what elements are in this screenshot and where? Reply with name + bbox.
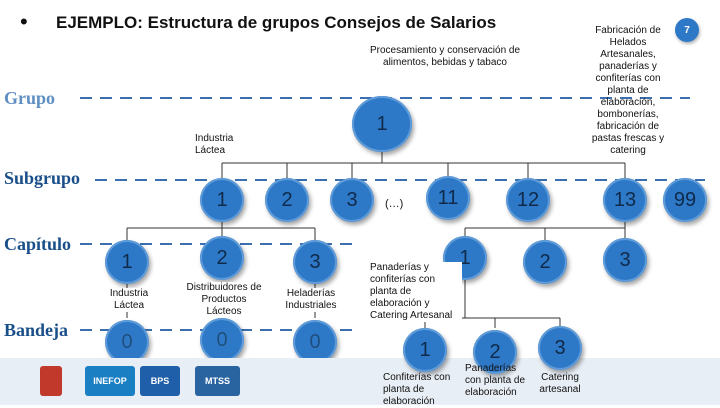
logo-inefop: INEFOP	[85, 366, 135, 396]
capitulo-left-node-2[interactable]: 2	[200, 236, 244, 280]
bandeja-right-node-3[interactable]: 3	[538, 326, 582, 370]
bandeja-right-label-3: Catering artesanal	[539, 372, 581, 395]
capitulo-left-label-3: Heladerías Industriales	[278, 288, 344, 312]
bandeja-left-node-3[interactable]: 0	[293, 320, 337, 364]
industria-lactea-label: Industria Láctea	[195, 133, 234, 156]
capitulo-left-label-1: Industria Láctea	[105, 288, 153, 312]
grupo-1-label: Procesamiento y conservación de alimento…	[369, 45, 521, 68]
subgroup-node-12[interactable]: 12	[506, 178, 550, 222]
grupo-node-1[interactable]: 1	[352, 96, 412, 152]
grupo-7-label: Fabricación de Helados Artesanales, pana…	[591, 25, 665, 156]
slide-title: EJEMPLO: Estructura de grupos Consejos d…	[56, 13, 497, 32]
subgroup-node-99[interactable]: 99	[663, 178, 707, 222]
bandeja-right-label-2: Panaderías con planta de elaboración	[465, 363, 526, 398]
bandeja-left-node-2[interactable]: 0	[200, 318, 244, 362]
subgroup-node-11[interactable]: 11	[426, 176, 470, 220]
level-label-bandeja: Bandeja	[4, 320, 69, 340]
subgroup-node-2[interactable]: 2	[265, 178, 309, 222]
grupo-7-badge[interactable]: 7	[675, 18, 699, 42]
capitulo-left-node-3[interactable]: 3	[293, 240, 337, 284]
subgroup-ellipsis: (…)	[385, 198, 404, 210]
bullet-point: •	[20, 9, 28, 34]
bandeja-left-node-1[interactable]: 0	[105, 320, 149, 364]
bandeja-right-node-2[interactable]: 2	[473, 330, 517, 374]
level-label-subgrupo: Subgrupo	[4, 168, 81, 188]
logo-icon	[40, 366, 62, 396]
capitulo-right-node-3[interactable]: 3	[603, 238, 647, 282]
subgroup-node-3[interactable]: 3	[330, 178, 374, 222]
logo-mtss: MTSS	[195, 366, 240, 396]
capitulo-right-node-2[interactable]: 2	[523, 240, 567, 284]
bandeja-right-label-1: Confiterías con planta de elaboración	[383, 372, 451, 407]
capitulo-right-label: Panaderías y confiterías con planta de e…	[370, 262, 462, 322]
logo-bps: BPS	[140, 366, 180, 396]
subgroup-node-1[interactable]: 1	[200, 178, 244, 222]
level-label-grupo: Grupo	[4, 88, 56, 108]
level-label-capitulo: Capítulo	[4, 234, 72, 254]
subgroup-node-13[interactable]: 13	[603, 178, 647, 222]
bandeja-right-node-1[interactable]: 1	[403, 328, 447, 372]
grupo-node-1-value: 1	[376, 112, 388, 135]
capitulo-left-label-2: Distribuidores de Productos Lácteos	[186, 282, 262, 318]
capitulo-left-node-1[interactable]: 1	[105, 240, 149, 284]
